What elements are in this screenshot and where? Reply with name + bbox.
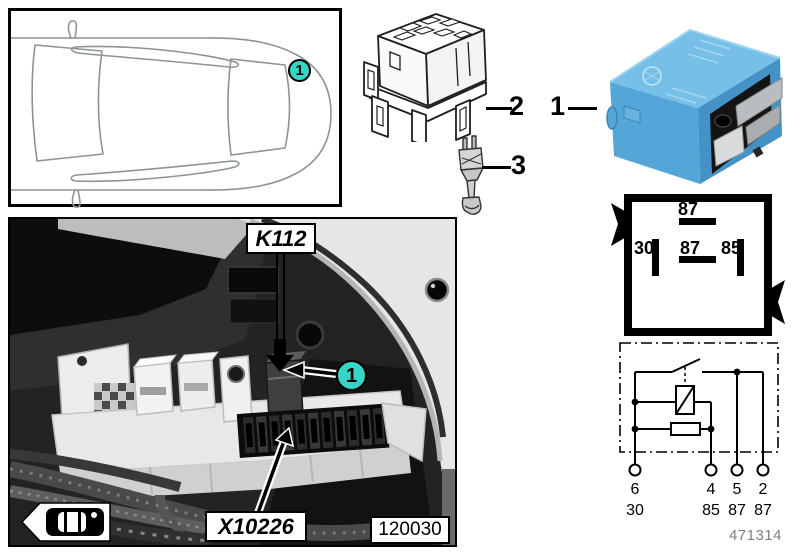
- document-number: 471314: [728, 527, 782, 544]
- pin-diagram: 87 30 87 85: [606, 194, 792, 338]
- marker-arrow: [281, 360, 337, 380]
- callout-relay[interactable]: 1: [550, 91, 566, 121]
- k112-leader-line: [276, 254, 278, 341]
- callout-socket[interactable]: 2: [509, 91, 525, 121]
- k112-arrow: [274, 339, 286, 355]
- pin-number: 6: [631, 481, 640, 498]
- installation-photo: [10, 219, 455, 545]
- pin-label-center: 87: [680, 238, 700, 258]
- car-windshield: [227, 58, 291, 156]
- car-glass-band-bottom: [70, 160, 240, 183]
- pin-number: 4: [707, 481, 716, 498]
- terminal-name: 30: [626, 502, 644, 519]
- terminal-circle-4: [704, 463, 718, 477]
- x10226-connector-strip: [236, 403, 390, 458]
- terminal-circle-5: [730, 463, 744, 477]
- leader-line-socket: [486, 107, 512, 110]
- relay-code-label[interactable]: K112: [246, 223, 316, 254]
- pin-number: 5: [733, 481, 742, 498]
- car-mirror-top: [67, 20, 78, 39]
- mount-tab-left: [611, 203, 628, 246]
- k112-leader-line: [283, 254, 285, 341]
- k112-arrow-head: [266, 355, 294, 372]
- connector-code-label[interactable]: X10226: [205, 511, 307, 542]
- circuit-schematic: 6 4 5 2 30 85 87 87: [606, 336, 792, 526]
- terminal-name: 87: [754, 502, 772, 519]
- terminal-name: 85: [702, 502, 720, 519]
- car-location-marker[interactable]: 1: [288, 59, 311, 82]
- callout-clip[interactable]: 3: [511, 150, 527, 180]
- pin-label-left: 30: [634, 238, 654, 258]
- car-mirror-bottom: [71, 189, 81, 208]
- bmw-roundel-icon: [642, 66, 662, 86]
- mount-tab-right: [768, 280, 785, 324]
- x10226-arrow: [254, 426, 295, 515]
- photo-image-number: 120030: [370, 516, 450, 544]
- schematic-border: [619, 342, 779, 453]
- terminal-name: 87: [728, 502, 746, 519]
- leader-line-clip: [482, 166, 511, 169]
- pin-label-right: 85: [721, 238, 741, 258]
- car-body-outline: [11, 37, 332, 191]
- leader-line-relay: [568, 107, 597, 110]
- car-location-panel: 1: [8, 8, 342, 208]
- relay-photo: [596, 14, 794, 200]
- car-rear-window: [31, 44, 104, 162]
- installation-photo-panel: K112 1 X10226 120030: [8, 217, 457, 547]
- panel-grommet: [424, 277, 450, 303]
- pin-label-top: 87: [678, 199, 698, 219]
- photo-location-marker[interactable]: 1: [336, 360, 367, 391]
- view-direction-icon: [20, 502, 111, 542]
- terminal-circle-6: [628, 463, 642, 477]
- pin-number: 2: [759, 481, 768, 498]
- retaining-clip-drawing: [448, 134, 500, 224]
- car-top-view-drawing: [11, 20, 332, 208]
- car-glass-band-top: [70, 45, 240, 68]
- relay-engraving-marks: [665, 39, 731, 104]
- relay-socket-drawing: [356, 4, 498, 142]
- terminal-circle-2: [756, 463, 770, 477]
